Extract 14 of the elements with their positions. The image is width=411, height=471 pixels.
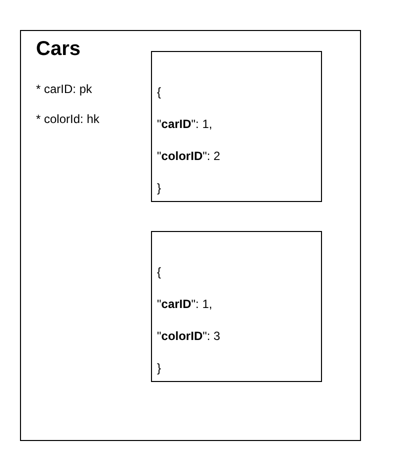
record-card xyxy=(151,51,322,202)
code-line: } xyxy=(157,361,162,375)
code-line: } xyxy=(157,181,162,195)
code-line: "carID": 1, xyxy=(157,297,212,311)
code-line: { xyxy=(157,85,162,99)
code-line: { xyxy=(157,265,162,279)
code-line: "colorID": 3 xyxy=(157,329,220,343)
heading: Cars xyxy=(36,37,80,61)
field-note: * carID: pk xyxy=(36,82,92,96)
code-line: "carID": 1, xyxy=(157,117,212,131)
field-note: * colorId: hk xyxy=(36,112,100,126)
code-line: "colorID": 2 xyxy=(157,149,220,163)
record-card xyxy=(151,231,322,382)
container-box xyxy=(20,30,361,441)
